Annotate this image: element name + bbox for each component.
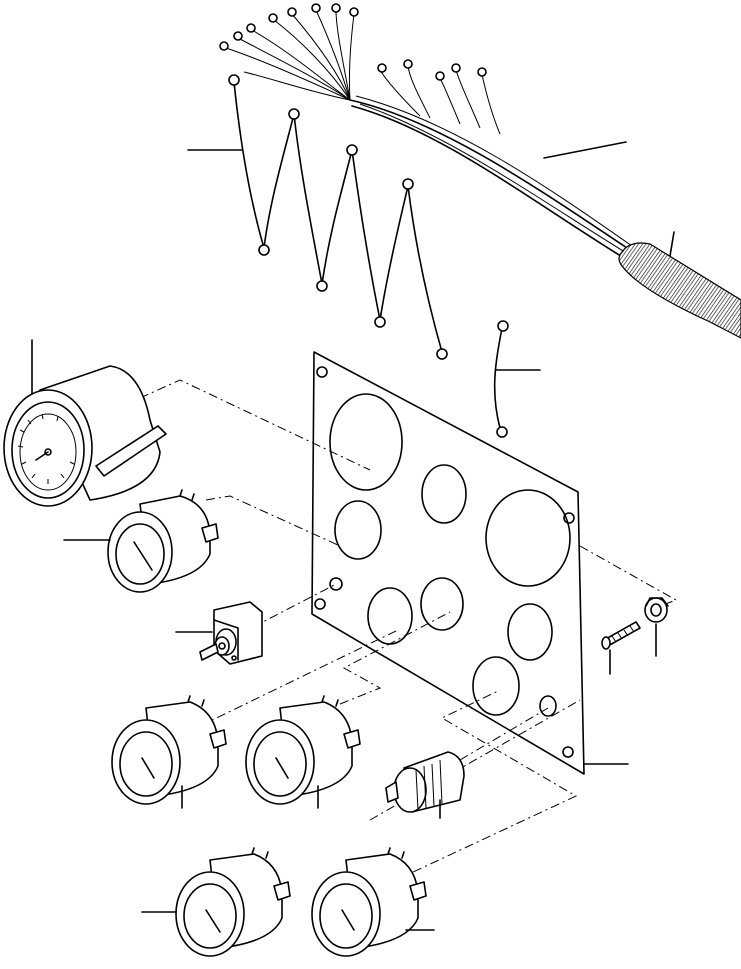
single-jumper-wire	[493, 320, 509, 438]
gauge-lower-right	[311, 847, 427, 957]
callout-leaders	[31, 141, 675, 931]
harness-sheath	[618, 242, 741, 339]
opening-6	[472, 656, 520, 716]
tachometer-gauge	[3, 365, 167, 507]
screw	[601, 621, 641, 650]
gauge-lower-left	[175, 847, 291, 957]
opening-1	[421, 464, 467, 524]
push-switch	[385, 751, 465, 813]
gauge-middle-right	[245, 695, 361, 805]
gauge-upper	[107, 489, 219, 593]
toggle-switch	[199, 601, 263, 665]
opening-toggle	[329, 577, 343, 591]
opening-large	[485, 489, 571, 587]
nut	[644, 597, 669, 623]
opening-4	[420, 577, 464, 631]
gauge-middle-left	[111, 695, 227, 805]
main-wire-harness	[219, 3, 741, 339]
opening-2	[334, 500, 382, 560]
jumper-wires	[228, 74, 448, 360]
opening-switch	[539, 695, 557, 717]
opening-5	[507, 603, 553, 661]
opening-tachometer	[329, 393, 403, 491]
